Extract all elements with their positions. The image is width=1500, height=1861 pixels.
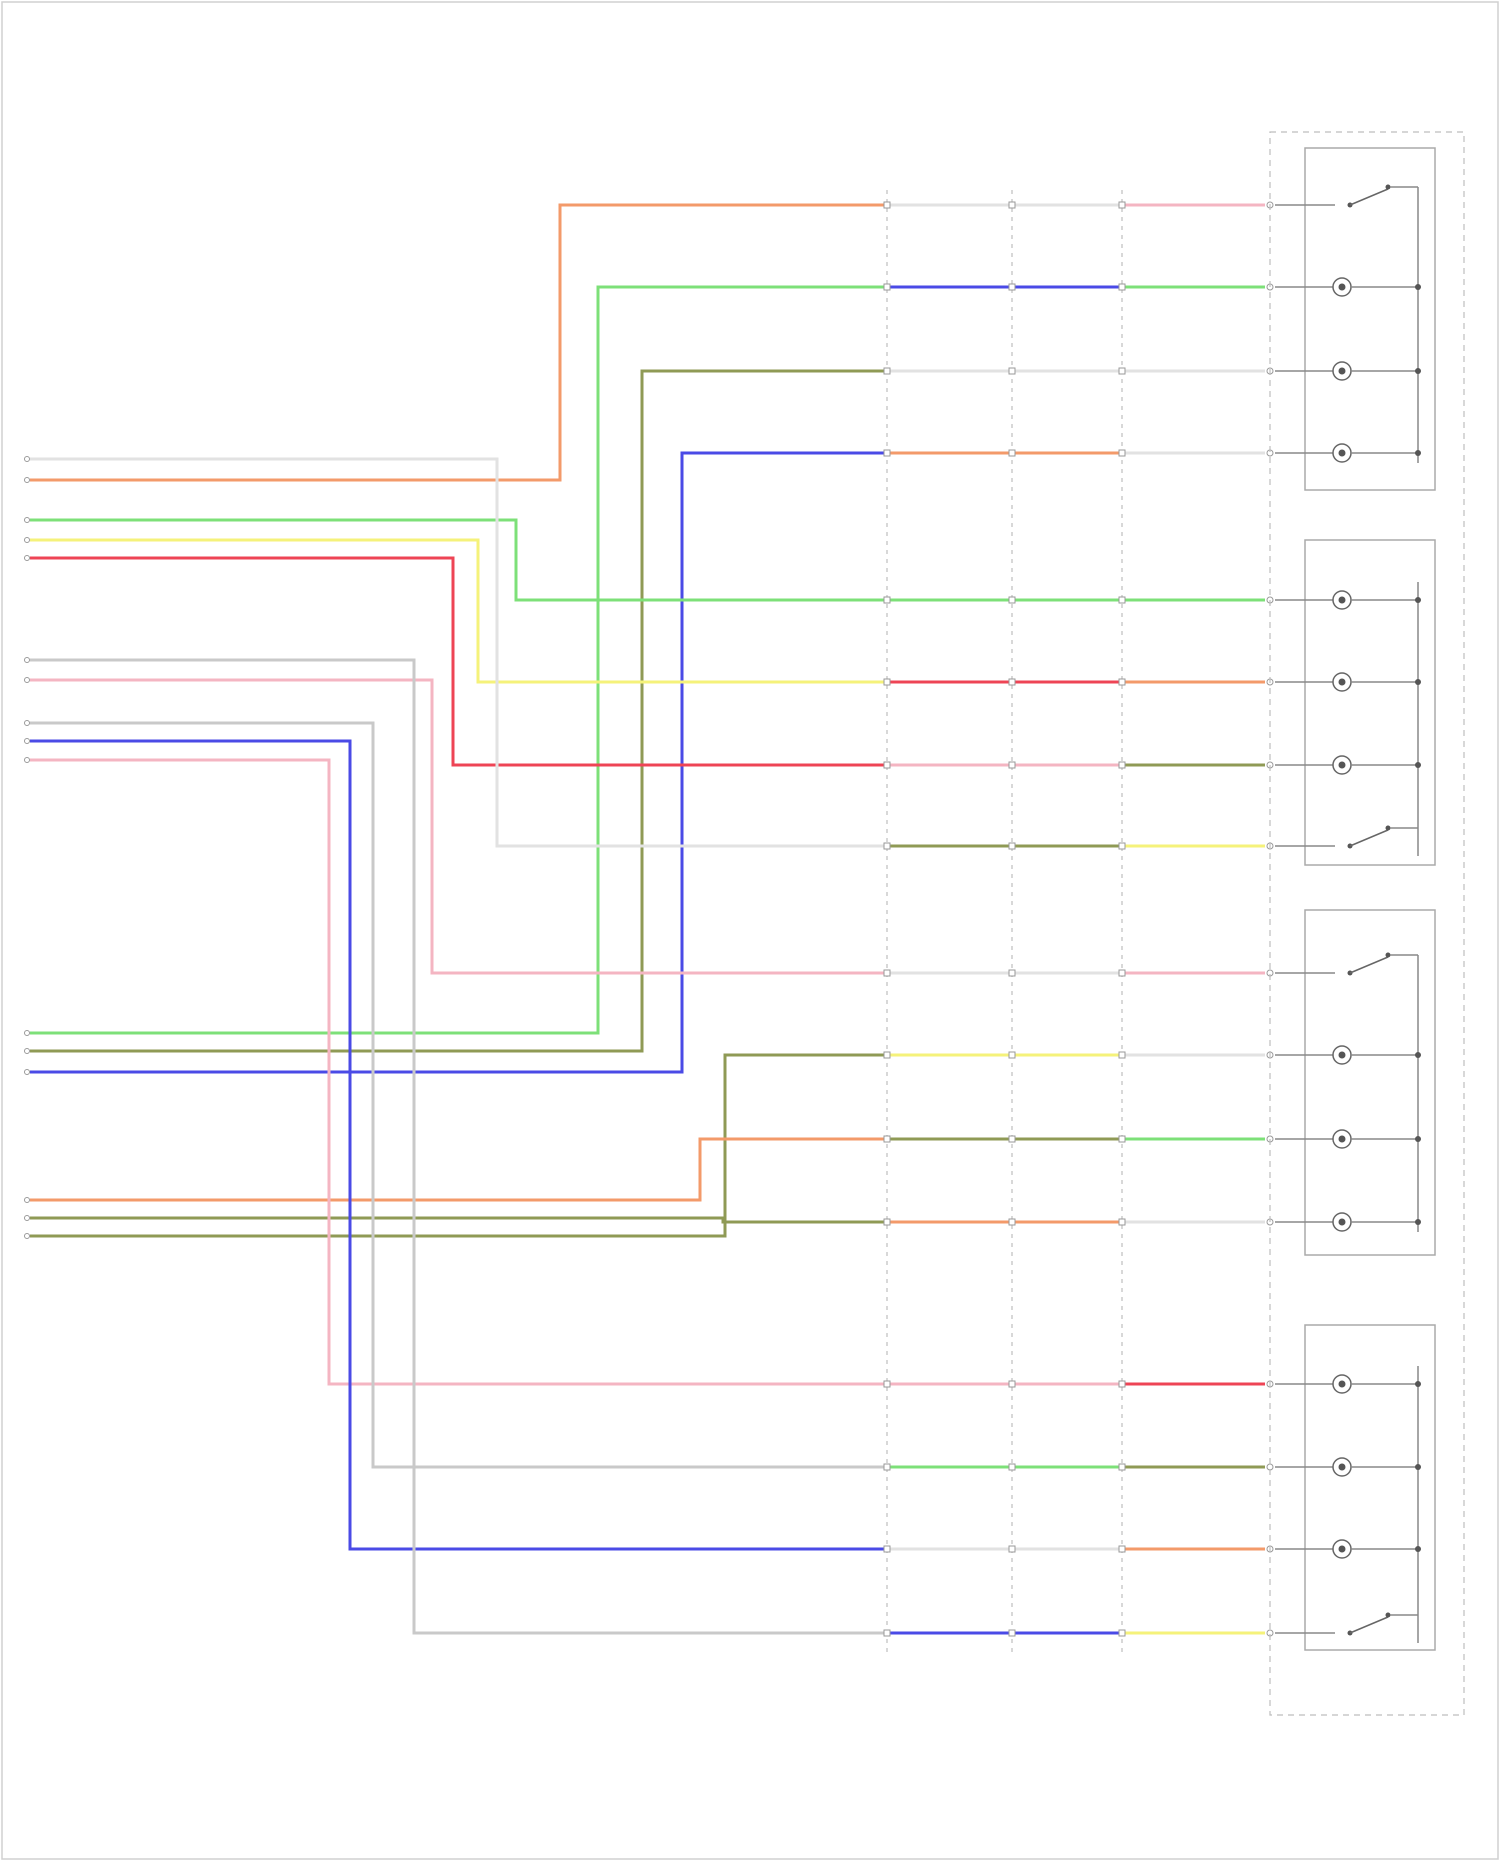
row-10-connector-2 bbox=[1009, 1136, 1015, 1142]
bus-node-1-1 bbox=[1415, 679, 1421, 685]
row-9-connector-1 bbox=[884, 1052, 890, 1058]
row-4-connector-2 bbox=[1009, 597, 1015, 603]
row-11-connector-3 bbox=[1119, 1219, 1125, 1225]
row-5-connector-2 bbox=[1009, 679, 1015, 685]
bus-node-3-1 bbox=[1415, 1464, 1421, 1470]
lamp-core-1-0 bbox=[1339, 597, 1346, 604]
bus-node-1-0 bbox=[1415, 597, 1421, 603]
lamp-core-3-1 bbox=[1339, 1464, 1346, 1471]
row-6-connector-2 bbox=[1009, 762, 1015, 768]
row-6-connector-1 bbox=[884, 762, 890, 768]
row-11-connector-2 bbox=[1009, 1219, 1015, 1225]
bus-node-2-3 bbox=[1415, 1219, 1421, 1225]
lamp-core-3-0 bbox=[1339, 1381, 1346, 1388]
lamp-core-3-2 bbox=[1339, 1546, 1346, 1553]
row-15-connector-1 bbox=[884, 1630, 890, 1636]
row-7-connector-3 bbox=[1119, 843, 1125, 849]
row-15-connector-3 bbox=[1119, 1630, 1125, 1636]
row-1-connector-3 bbox=[1119, 284, 1125, 290]
row-12-connector-1 bbox=[884, 1381, 890, 1387]
lamp-core-0-2 bbox=[1339, 368, 1346, 375]
row-12-connector-3 bbox=[1119, 1381, 1125, 1387]
row-8-connector-1 bbox=[884, 970, 890, 976]
row-2-connector-2 bbox=[1009, 368, 1015, 374]
row-4-connector-1 bbox=[884, 597, 890, 603]
row-8-connector-3 bbox=[1119, 970, 1125, 976]
row-9-connector-2 bbox=[1009, 1052, 1015, 1058]
row-13-connector-1 bbox=[884, 1464, 890, 1470]
row-15-connector-2 bbox=[1009, 1630, 1015, 1636]
bus-node-0-3 bbox=[1415, 450, 1421, 456]
row-1-connector-2 bbox=[1009, 284, 1015, 290]
row-10-connector-1 bbox=[884, 1136, 890, 1142]
row-2-connector-3 bbox=[1119, 368, 1125, 374]
row-13-connector-2 bbox=[1009, 1464, 1015, 1470]
row-3-connector-3 bbox=[1119, 450, 1125, 456]
row-6-connector-3 bbox=[1119, 762, 1125, 768]
lamp-core-2-3 bbox=[1339, 1219, 1346, 1226]
row-12-connector-2 bbox=[1009, 1381, 1015, 1387]
bus-node-0-2 bbox=[1415, 368, 1421, 374]
row-7-connector-1 bbox=[884, 843, 890, 849]
lamp-core-0-1 bbox=[1339, 284, 1346, 291]
row-9-connector-3 bbox=[1119, 1052, 1125, 1058]
row-14-connector-1 bbox=[884, 1546, 890, 1552]
switch-pivot-1-3 bbox=[1386, 826, 1391, 831]
bus-node-1-2 bbox=[1415, 762, 1421, 768]
bus-node-3-0 bbox=[1415, 1381, 1421, 1387]
switch-pivot-2-0 bbox=[1386, 953, 1391, 958]
bus-node-2-1 bbox=[1415, 1052, 1421, 1058]
row-2-connector-1 bbox=[884, 368, 890, 374]
row-10-connector-3 bbox=[1119, 1136, 1125, 1142]
row-0-connector-2 bbox=[1009, 202, 1015, 208]
switch-pivot-3-3 bbox=[1386, 1613, 1391, 1618]
lamp-core-1-2 bbox=[1339, 762, 1346, 769]
lamp-core-0-3 bbox=[1339, 450, 1346, 457]
switch-pivot-0-0 bbox=[1386, 185, 1391, 190]
row-0-connector-3 bbox=[1119, 202, 1125, 208]
row-3-connector-1 bbox=[884, 450, 890, 456]
bus-node-2-2 bbox=[1415, 1136, 1421, 1142]
lamp-core-1-1 bbox=[1339, 679, 1346, 686]
row-5-connector-1 bbox=[884, 679, 890, 685]
lamp-core-2-1 bbox=[1339, 1052, 1346, 1059]
row-8-connector-2 bbox=[1009, 970, 1015, 976]
row-5-connector-3 bbox=[1119, 679, 1125, 685]
row-4-connector-3 bbox=[1119, 597, 1125, 603]
bus-node-3-2 bbox=[1415, 1546, 1421, 1552]
row-1-connector-1 bbox=[884, 284, 890, 290]
row-13-connector-3 bbox=[1119, 1464, 1125, 1470]
row-11-connector-1 bbox=[884, 1219, 890, 1225]
row-3-connector-2 bbox=[1009, 450, 1015, 456]
row-14-connector-3 bbox=[1119, 1546, 1125, 1552]
row-14-connector-2 bbox=[1009, 1546, 1015, 1552]
row-0-connector-1 bbox=[884, 202, 890, 208]
row-7-connector-2 bbox=[1009, 843, 1015, 849]
lamp-core-2-2 bbox=[1339, 1136, 1346, 1143]
bus-node-0-1 bbox=[1415, 284, 1421, 290]
